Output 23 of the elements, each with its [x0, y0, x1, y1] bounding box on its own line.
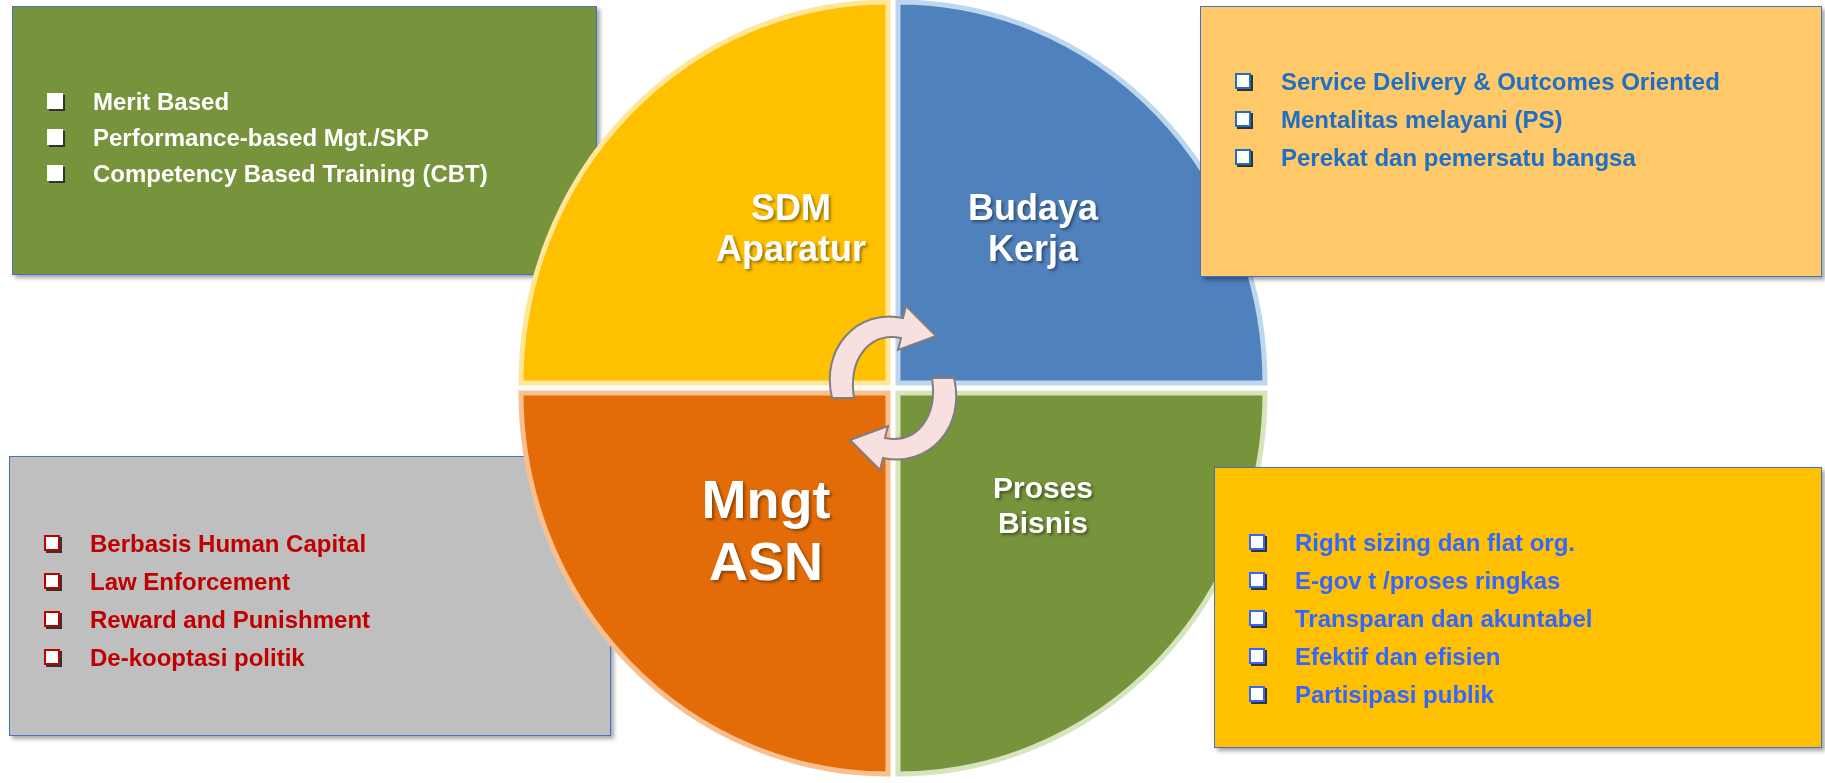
- list-item: Performance-based Mgt./SKP: [93, 123, 430, 153]
- list-item: Service Delivery & Outcomes Oriented: [1281, 67, 1720, 97]
- list-panel: [9, 456, 611, 736]
- list-item: Merit Based: [93, 87, 230, 117]
- list-item: Reward and Punishment: [90, 605, 371, 635]
- list-item: Competency Based Training (CBT): [93, 159, 488, 189]
- quadrant-label: Proses Bisnis: [991, 471, 1095, 540]
- list-item: Right sizing dan flat org.: [1295, 528, 1575, 558]
- list-item: Law Enforcement: [90, 567, 291, 597]
- list-panel: [12, 6, 597, 275]
- list-item: Perekat dan pemersatu bangsa: [1281, 143, 1636, 173]
- list-panel: [1200, 6, 1822, 277]
- list-item: Efektif dan efisien: [1295, 642, 1501, 672]
- quadrant-label: SDM Aparatur: [715, 187, 867, 270]
- list-item: Berbasis Human Capital: [90, 529, 367, 559]
- list-item: Transparan dan akuntabel: [1295, 604, 1593, 634]
- list-item: Mentalitas melayani (PS): [1281, 105, 1563, 135]
- list-panel: [1214, 467, 1822, 748]
- list-item: De-kooptasi politik: [90, 643, 305, 673]
- list-item: E-gov t /proses ringkas: [1295, 566, 1561, 596]
- quadrant-label: Budaya Kerja: [966, 187, 1100, 270]
- quadrant-label: Mngt ASN: [700, 468, 832, 593]
- list-item: Partisipasi publik: [1295, 680, 1494, 710]
